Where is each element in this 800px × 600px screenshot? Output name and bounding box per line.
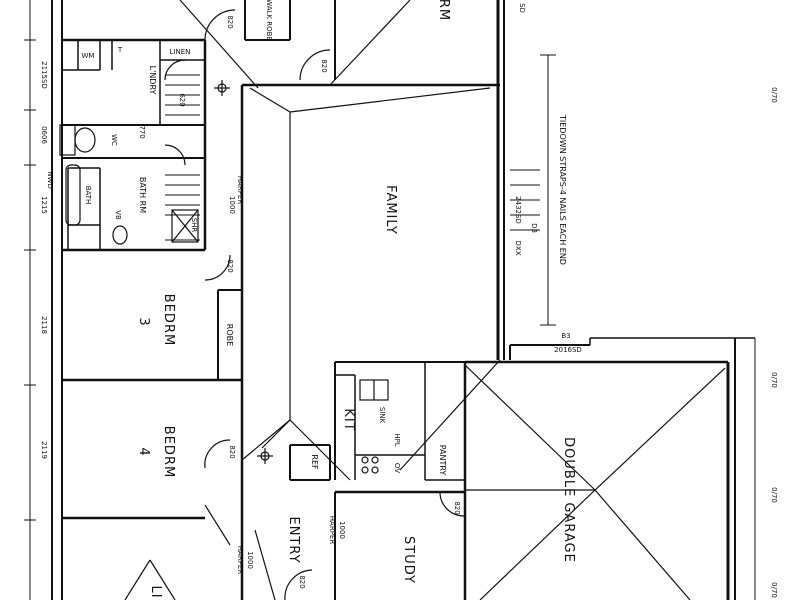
- room-laundry: L'NDRY: [148, 66, 157, 95]
- room-ref: REF: [310, 454, 319, 470]
- room-hpl: HPL: [393, 433, 401, 446]
- room-bedroom-4: BEDRM: [161, 426, 176, 478]
- dim-edge-c: 0/70: [770, 487, 778, 503]
- room-bedroom-4-number: 4: [136, 447, 151, 456]
- dim-edge-b: 0/70: [770, 372, 778, 388]
- room-vb: VB: [114, 210, 122, 220]
- dim-window-2432: 2432SD: [514, 196, 522, 224]
- room-master-bedroom: RM: [436, 0, 451, 21]
- dim-770: 770: [138, 125, 146, 138]
- room-labels: FAMILY BEDRM 3 BEDRM 4 ROBE KIT PANTRY R…: [82, 0, 576, 599]
- dimension-labels: 820 820 820 820 820 820 770 620 2115SD 0…: [40, 3, 778, 598]
- dim-1000-a: 1000: [228, 196, 236, 214]
- dim-window-0606: 0606: [40, 126, 48, 144]
- room-wm: WM: [82, 52, 95, 60]
- roof-lines: [124, 0, 726, 600]
- dim-harper-b: HARPER: [328, 516, 336, 545]
- room-bath: BATH: [84, 186, 92, 205]
- door-swings: [164, 9, 465, 600]
- dim-820-top: 820: [226, 15, 234, 28]
- walls: [24, 0, 756, 600]
- dim-1000-b: 1000: [338, 521, 346, 539]
- fixtures: [59, 80, 389, 474]
- room-linen: LINEN: [170, 48, 191, 56]
- room-bedroom-3: BEDRM: [161, 294, 176, 346]
- room-sink: SINK: [378, 407, 386, 424]
- dim-window-2115: 2115SD: [40, 61, 48, 89]
- room-shr: SHR: [190, 218, 198, 233]
- dim-820-bed4: 820: [228, 445, 236, 458]
- dim-edge-a: 0/70: [770, 87, 778, 103]
- room-entry: ENTRY: [286, 516, 301, 563]
- dim-window-1215: 1215: [40, 196, 48, 214]
- dim-820-entry: 820: [298, 575, 306, 588]
- hatching: [165, 74, 540, 241]
- dim-harper-a: HARPER: [236, 176, 244, 205]
- dim-820-garage: 820: [453, 501, 461, 514]
- room-wc: WC: [110, 134, 118, 146]
- dim-window-2118: 2118: [40, 316, 48, 334]
- room-study: STUDY: [401, 536, 416, 584]
- dim-window-2119: 2119: [40, 441, 48, 459]
- room-garage: DOUBLE GARAGE: [561, 437, 576, 563]
- tiedown-strap-note: TIEDOWN STRAPS-4 NAILS EACH END: [558, 114, 567, 265]
- room-pantry: PANTRY: [438, 445, 447, 476]
- dim-harper-c: HARPER: [236, 546, 244, 575]
- room-robe: ROBE: [225, 324, 234, 346]
- room-partial-label: LI: [148, 585, 163, 598]
- dim-nwd: NWD: [46, 171, 54, 189]
- dim-620: 620: [178, 93, 186, 106]
- dim-b3: B3: [561, 332, 570, 340]
- room-walk-robe: WALK ROBE: [265, 0, 273, 41]
- room-bedroom-3-number: 3: [136, 317, 151, 326]
- room-kitchen: KIT: [341, 408, 356, 431]
- dim-820-mid: 820: [320, 59, 328, 72]
- dim-window-2016: 2016SD: [554, 346, 582, 354]
- tiedown-note: TIEDOWN STRAPS-4 NAILS EACH END: [540, 54, 567, 326]
- dim-sd: SD: [518, 3, 526, 13]
- room-family: FAMILY: [383, 185, 398, 235]
- dim-dxx: DXX: [514, 241, 522, 256]
- dim-d3: D3: [530, 223, 538, 233]
- dim-820-bed3: 820: [226, 259, 234, 272]
- room-oven: OV: [393, 463, 401, 473]
- room-tub: T: [117, 46, 123, 54]
- dim-1000-c: 1000: [246, 551, 254, 569]
- room-bathroom: BATH RM: [138, 177, 147, 213]
- dim-edge-d: 0/70: [770, 582, 778, 598]
